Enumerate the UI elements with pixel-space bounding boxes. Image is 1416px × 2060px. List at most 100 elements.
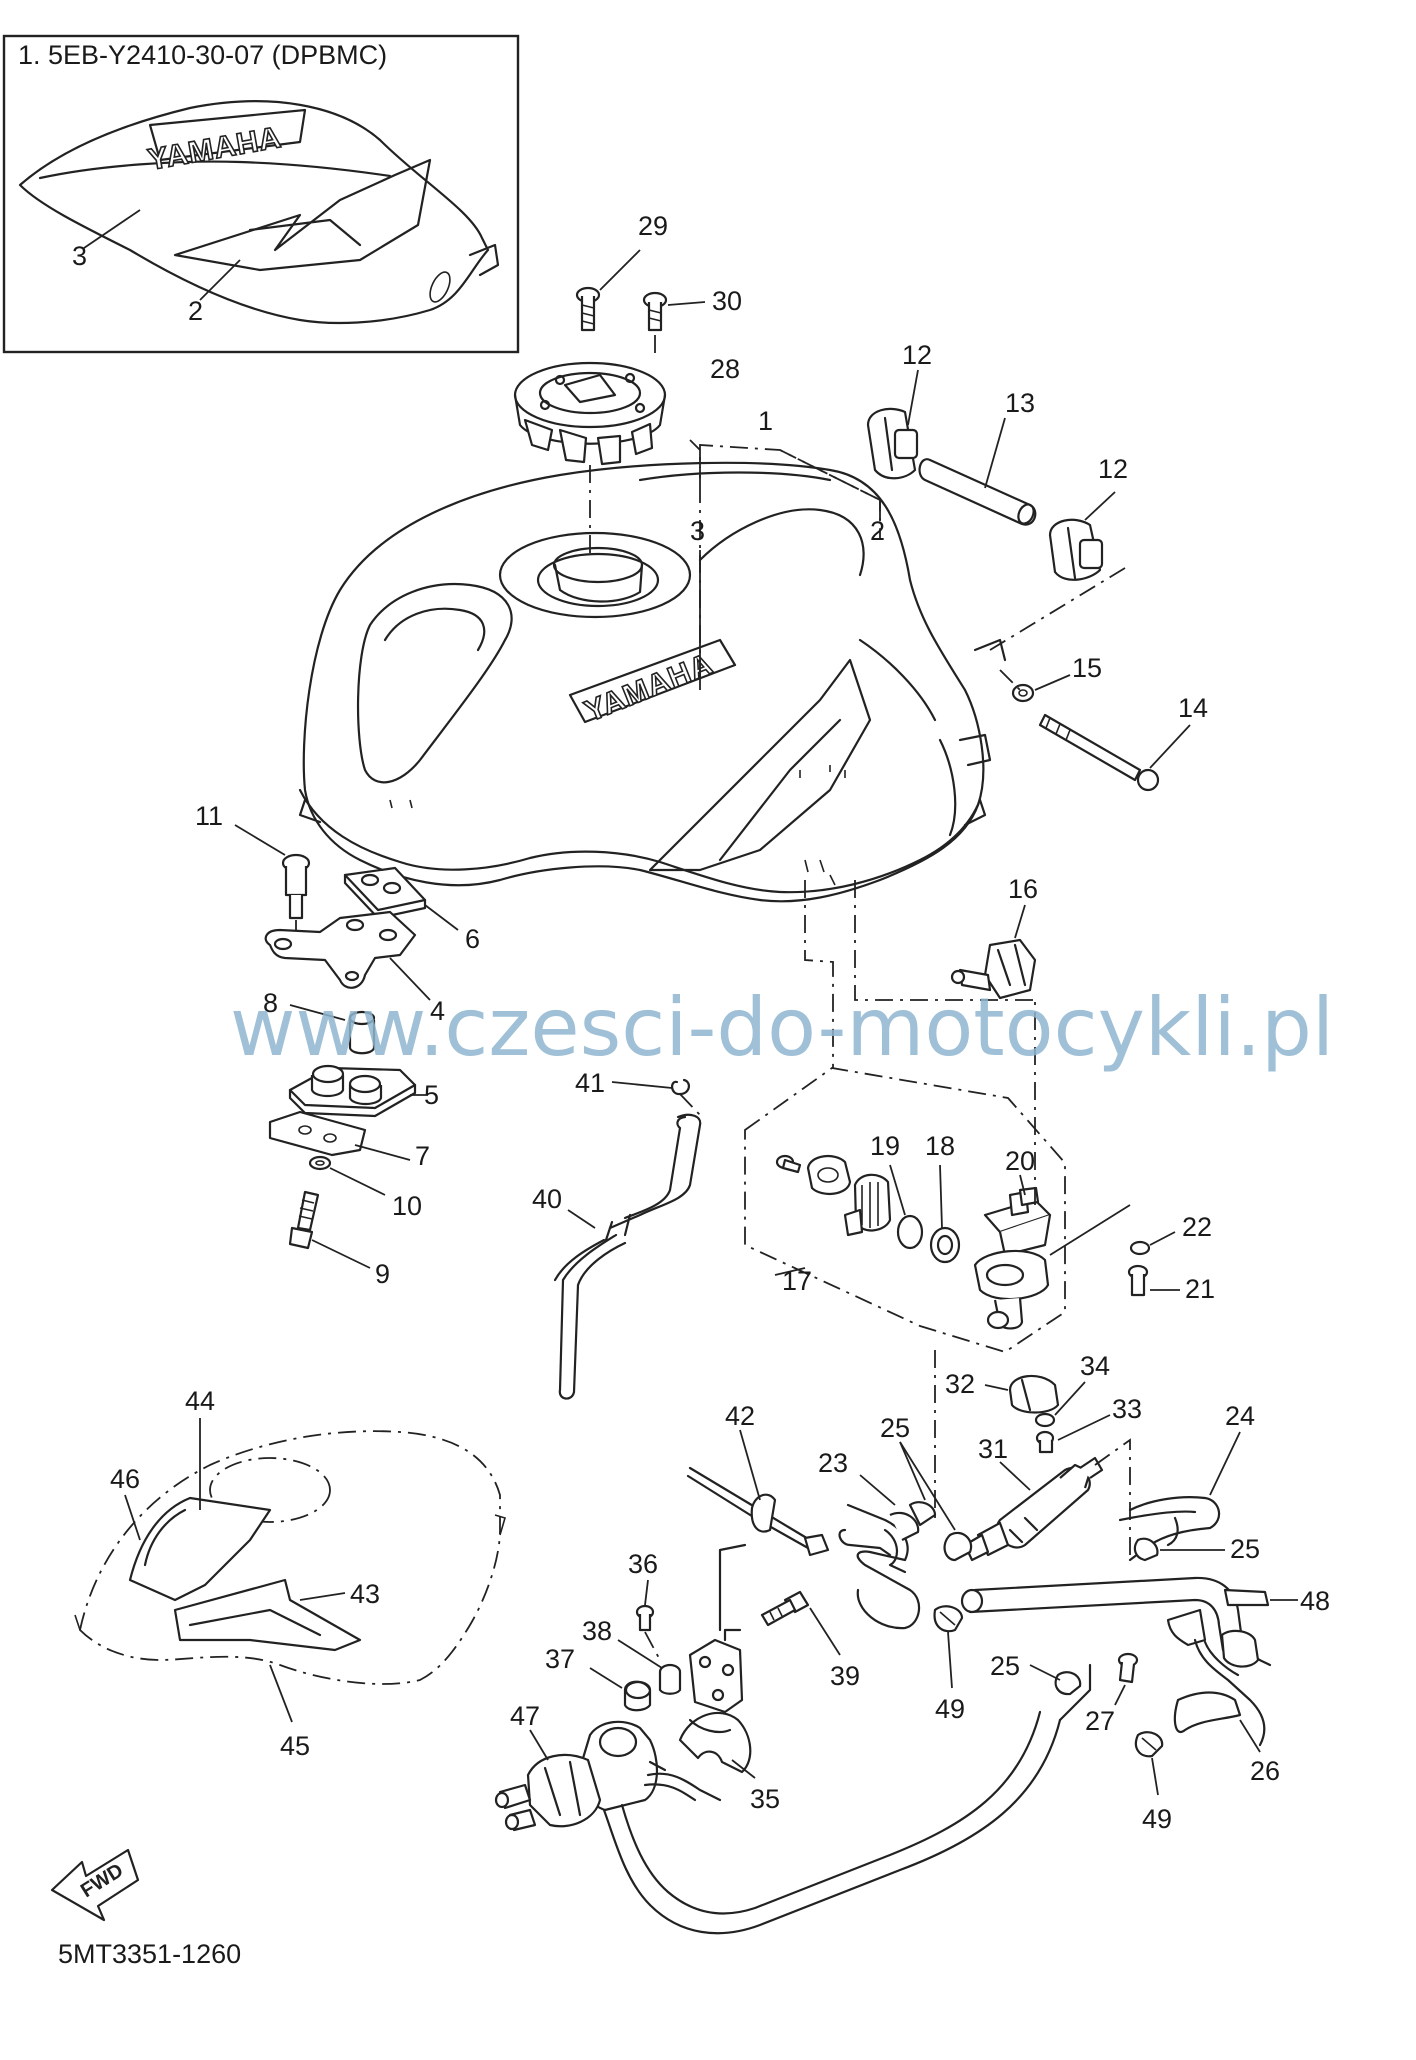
callout-43: 43	[350, 1579, 380, 1609]
screw-36	[635, 1579, 661, 1661]
fuel-cock-assembly-17	[744, 1067, 1066, 1353]
screw-27	[1114, 1652, 1139, 1706]
damper-12-right	[989, 491, 1126, 651]
filter-strainer	[843, 1173, 892, 1237]
plate-gasket	[806, 1154, 852, 1196]
pump-bracket-35	[678, 1711, 756, 1779]
callout-28: 28	[710, 354, 740, 384]
bolt-14	[1038, 713, 1191, 792]
screw-30	[642, 291, 706, 360]
callout-47: 47	[510, 1701, 540, 1731]
bracket-35-plate	[688, 1628, 744, 1714]
callout-23: 23	[818, 1448, 848, 1478]
callout-labels: 1 2 3 4 5 6 7 8 9 10 11 12 13 12 14 15 1…	[110, 211, 1330, 1834]
damper-12-left	[866, 369, 919, 480]
o-ring-19	[889, 1164, 924, 1250]
callout-40: 40	[532, 1184, 562, 1214]
callout-19: 19	[870, 1131, 900, 1161]
hose-clamp-49-top	[933, 1605, 964, 1689]
bracket-4	[264, 910, 431, 1001]
callout-15: 15	[1072, 653, 1102, 683]
callout-12-right: 12	[1098, 454, 1128, 484]
hose-clip-25-top	[899, 1441, 956, 1531]
callout-11: 11	[195, 801, 223, 831]
screw-29	[575, 249, 641, 332]
callout-2-inset: 2	[188, 296, 203, 326]
hose-clamp-25-lower	[1029, 1663, 1092, 1722]
callout-32: 32	[945, 1369, 975, 1399]
callout-30: 30	[712, 286, 742, 316]
callout-17: 17	[782, 1266, 812, 1296]
tank-underside-view	[74, 1418, 506, 1723]
callout-38: 38	[582, 1616, 612, 1646]
callout-26: 26	[1250, 1756, 1280, 1786]
callout-31: 31	[978, 1434, 1008, 1464]
breather-hose-40	[553, 1113, 702, 1400]
washer-34	[1034, 1381, 1086, 1428]
hose-clip-25-right	[1133, 1537, 1225, 1562]
hose-48	[960, 1576, 1298, 1668]
callout-45: 45	[280, 1731, 310, 1761]
plate-7	[268, 1110, 411, 1161]
callout-20: 20	[1005, 1146, 1035, 1176]
callout-39: 39	[830, 1661, 860, 1691]
callout-10: 10	[392, 1191, 422, 1221]
callout-25-right: 25	[1230, 1534, 1260, 1564]
holder-32	[984, 1374, 1060, 1414]
grommet-37	[589, 1667, 652, 1712]
callout-33: 33	[1112, 1394, 1142, 1424]
spacer-8	[289, 1004, 376, 1055]
callout-16: 16	[1008, 874, 1038, 904]
screw-small-17	[775, 1154, 802, 1174]
callout-44: 44	[185, 1386, 215, 1416]
screw-21	[1127, 1264, 1180, 1297]
callout-3: 3	[690, 516, 705, 546]
collar-38	[617, 1639, 682, 1695]
gasket-18	[929, 1164, 961, 1264]
callout-13: 13	[1005, 388, 1035, 418]
callout-7: 7	[415, 1141, 430, 1171]
forward-arrow-icon: FWD	[50, 1848, 140, 1922]
watermark-text: www.czesci-do-motocykli.pl	[230, 981, 1334, 1074]
callout-6: 6	[465, 924, 480, 954]
hose-24	[1094, 1431, 1241, 1562]
inset-title: 1. 5EB-Y2410-30-07 (DPBMC)	[18, 40, 387, 70]
callout-35: 35	[750, 1784, 780, 1814]
washer-15	[999, 669, 1071, 703]
callout-41: 41	[575, 1068, 605, 1098]
callout-34: 34	[1080, 1351, 1110, 1381]
callout-21: 21	[1185, 1274, 1215, 1304]
washer-22	[1129, 1231, 1176, 1256]
bolt-9	[288, 1190, 371, 1269]
callout-27: 27	[1085, 1706, 1115, 1736]
harness-42	[686, 1429, 830, 1632]
hose-clamp-49-bottom	[1134, 1731, 1164, 1796]
fuel-tank: YAMAHA	[298, 461, 1007, 903]
callout-8: 8	[263, 988, 278, 1018]
callout-9: 9	[375, 1259, 390, 1289]
callout-12-left: 12	[902, 340, 932, 370]
callout-3-inset: 3	[72, 241, 87, 271]
fuel-cap	[513, 361, 667, 560]
callout-5: 5	[424, 1080, 439, 1110]
callout-25-lower: 25	[990, 1651, 1020, 1681]
screw-33	[1035, 1414, 1111, 1454]
callout-49-bottom: 49	[1142, 1804, 1172, 1834]
clip-16	[950, 904, 1037, 1000]
callout-22: 22	[1182, 1212, 1212, 1242]
callout-36: 36	[628, 1549, 658, 1579]
callout-37: 37	[545, 1644, 575, 1674]
callout-4: 4	[430, 996, 445, 1026]
drawing-code: 5MT3351-1260	[58, 1939, 241, 1969]
fuel-pump-47	[494, 1710, 1062, 1935]
callout-2: 2	[870, 516, 885, 546]
hose-26	[1166, 1608, 1266, 1753]
callout-14: 14	[1178, 693, 1208, 723]
bolt-39	[760, 1590, 841, 1656]
washer-10	[308, 1155, 386, 1196]
clip-41	[611, 1078, 701, 1116]
callout-49-top: 49	[935, 1694, 965, 1724]
bolt-11	[234, 824, 311, 950]
hose-23	[838, 1474, 973, 1630]
